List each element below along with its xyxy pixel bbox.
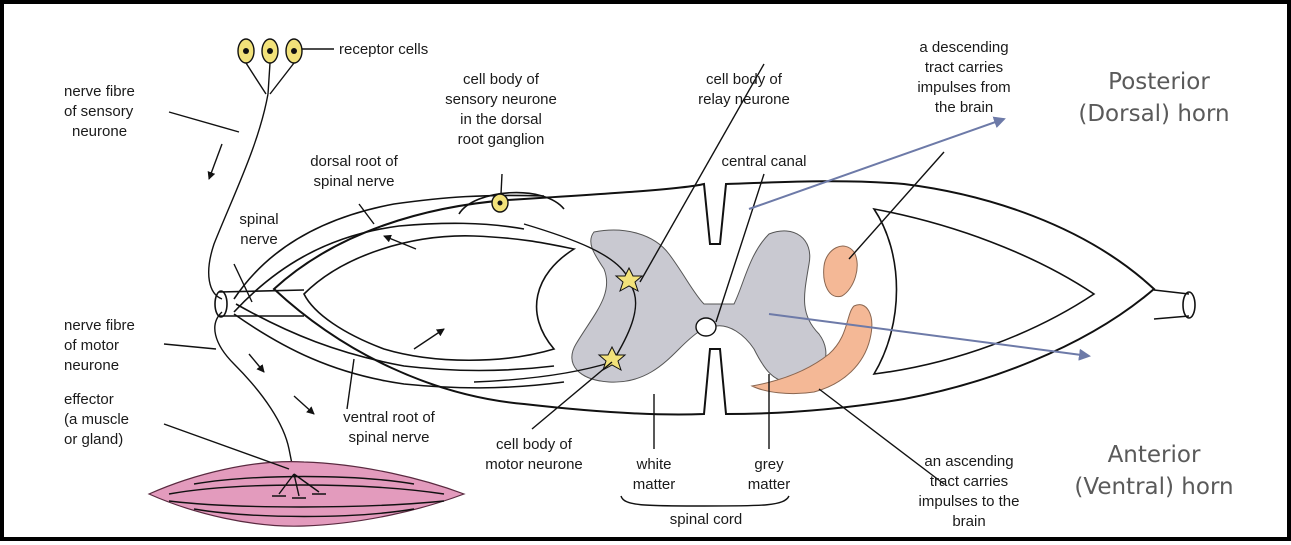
callout-anterior-horn-1: Anterior — [1108, 442, 1201, 468]
callout-posterior-horn-2: (Dorsal) horn — [1078, 101, 1229, 127]
label-grey-matter-2: matter — [748, 476, 791, 493]
spinal-cord-diagram: receptor cells nerve fibre of sensory ne… — [4, 4, 1291, 545]
label-ascending-tract-3: impulses to the — [919, 493, 1020, 510]
label-effector-1: effector — [64, 391, 114, 408]
label-ascending-tract-1: an ascending — [924, 453, 1013, 470]
label-spinal-cord: spinal cord — [670, 511, 743, 528]
label-descending-tract-3: impulses from — [917, 79, 1010, 96]
label-central-canal: central canal — [721, 153, 806, 170]
sensory-nerve-fibre — [209, 63, 294, 299]
label-receptor-cells: receptor cells — [339, 41, 428, 58]
label-nerve-fibre-sensory-2: of sensory — [64, 103, 134, 120]
label-cell-body-relay-1: cell body of — [706, 71, 783, 88]
label-nerve-fibre-sensory-1: nerve fibre — [64, 83, 135, 100]
label-cell-body-motor-1: cell body of — [496, 436, 573, 453]
label-white-matter-1: white — [635, 456, 671, 473]
label-nerve-fibre-motor-2: of motor — [64, 337, 119, 354]
label-spinal-nerve-2: nerve — [240, 231, 278, 248]
receptor-cells — [238, 39, 302, 63]
label-ventral-root-1: ventral root of — [343, 409, 436, 426]
label-white-matter-2: matter — [633, 476, 676, 493]
label-cell-body-sensory-1: cell body of — [463, 71, 540, 88]
label-nerve-fibre-motor-1: nerve fibre — [64, 317, 135, 334]
central-canal — [696, 318, 716, 336]
label-cell-body-sensory-4: root ganglion — [458, 131, 545, 148]
label-dorsal-root-1: dorsal root of — [310, 153, 398, 170]
label-descending-tract-1: a descending — [919, 39, 1008, 56]
label-dorsal-root-2: spinal nerve — [314, 173, 395, 190]
label-nerve-fibre-motor-3: neurone — [64, 357, 119, 374]
callout-anterior-horn-2: (Ventral) horn — [1074, 474, 1233, 500]
label-spinal-nerve-1: spinal — [239, 211, 278, 228]
label-cell-body-motor-2: motor neurone — [485, 456, 583, 473]
label-ascending-tract-2: tract carries — [930, 473, 1008, 490]
label-nerve-fibre-sensory-3: neurone — [72, 123, 127, 140]
label-effector-2: (a muscle — [64, 411, 129, 428]
motor-nerve-fibre — [215, 312, 294, 474]
label-cell-body-relay-2: relay neurone — [698, 91, 790, 108]
label-ascending-tract-4: brain — [952, 513, 985, 530]
spinal-cord-outline — [274, 181, 1154, 414]
label-effector-3: or gland) — [64, 431, 123, 448]
label-grey-matter-1: grey — [754, 456, 784, 473]
label-ventral-root-2: spinal nerve — [349, 429, 430, 446]
label-descending-tract-2: tract carries — [925, 59, 1003, 76]
label-cell-body-sensory-3: in the dorsal — [460, 111, 542, 128]
label-descending-tract-4: the brain — [935, 99, 993, 116]
callout-posterior-horn-1: Posterior — [1108, 69, 1210, 95]
label-cell-body-sensory-2: sensory neurone — [445, 91, 557, 108]
